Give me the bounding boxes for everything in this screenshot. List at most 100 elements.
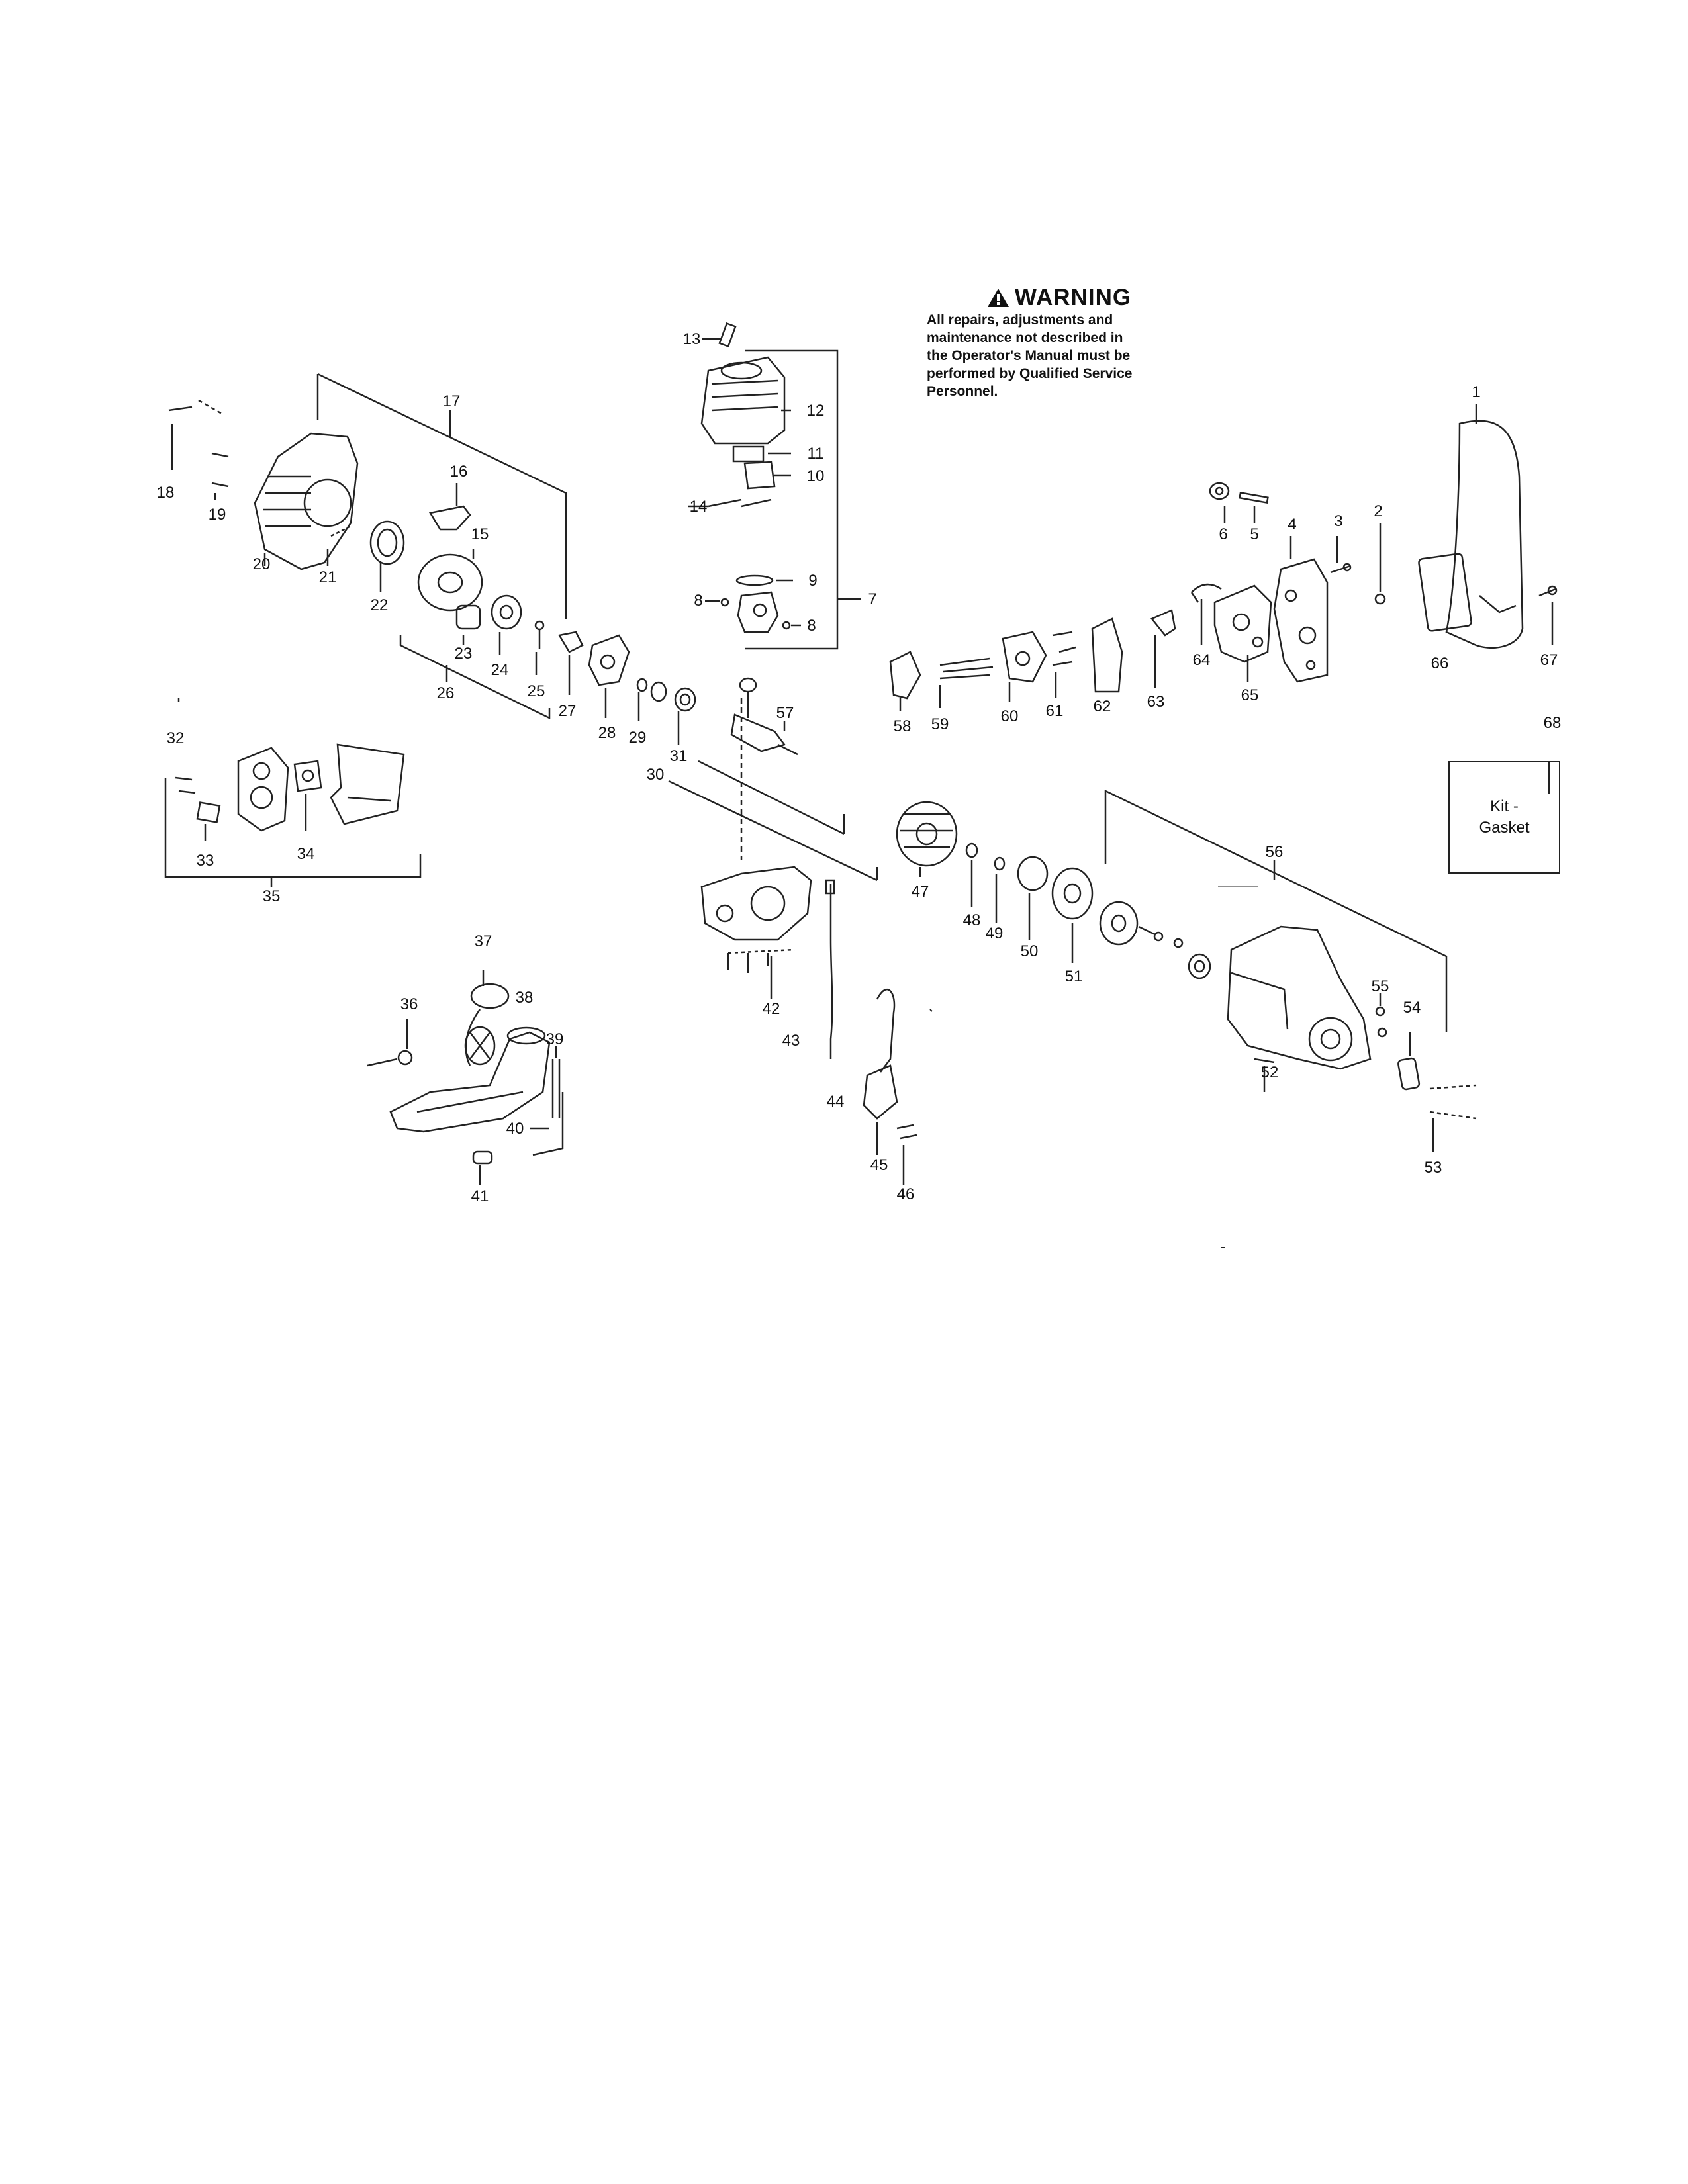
callout-57: 57 <box>776 704 794 722</box>
callout-38: 38 <box>516 989 534 1007</box>
part-crankcase <box>700 866 812 999</box>
callout-10: 10 <box>807 467 825 485</box>
callout-24: 24 <box>491 661 509 679</box>
callout-19: 19 <box>209 506 226 523</box>
callout-63: 63 <box>1147 693 1165 711</box>
part-25-screw <box>534 620 545 675</box>
callout-37: 37 <box>475 933 492 950</box>
callout-23: 23 <box>455 645 473 662</box>
kit-label-line2: Gasket <box>1479 819 1530 837</box>
bracket-26 <box>399 635 551 720</box>
part-21-pin <box>326 525 352 566</box>
part-38-filter <box>464 1026 496 1066</box>
part-15-pulley <box>417 549 483 612</box>
part-11-gasket <box>732 445 765 463</box>
part-5-rod <box>1239 491 1269 504</box>
part-32-screws <box>175 776 196 794</box>
warning-line: the Operator's Manual must be <box>927 348 1131 363</box>
part-16-starter-handle <box>429 483 471 531</box>
part-37-fuel-cap <box>465 970 510 1066</box>
part-41-fuel-filter <box>472 1150 493 1185</box>
callout-55: 55 <box>1372 978 1389 995</box>
callout-59: 59 <box>931 715 949 733</box>
callout-27: 27 <box>559 702 577 720</box>
callout-16: 16 <box>450 463 468 480</box>
part-20-fan-housing <box>254 432 359 570</box>
part-4-air-box <box>1273 558 1329 683</box>
callout-6: 6 <box>1219 525 1227 543</box>
callout-61: 61 <box>1046 702 1064 720</box>
part-bearing <box>1188 953 1211 979</box>
callout-18: 18 <box>157 484 175 502</box>
callout-30: 30 <box>647 766 665 784</box>
part-63-intake-elbow <box>1150 609 1176 688</box>
bracket-35 <box>164 778 422 887</box>
callout-41: 41 <box>471 1187 489 1205</box>
part-51-clutch <box>1051 867 1094 963</box>
part-34-gasket <box>293 760 322 831</box>
callout-49: 49 <box>986 925 1004 942</box>
part-13-spark-plug <box>702 322 737 348</box>
part-29-washer <box>636 678 648 721</box>
callout-8: 8 <box>694 592 702 610</box>
callout-47: 47 <box>912 883 929 901</box>
callout-42: 42 <box>763 1000 780 1018</box>
callout-62: 62 <box>1094 698 1111 715</box>
callout-40: 40 <box>506 1120 524 1138</box>
part-65-carburetor <box>1213 584 1272 663</box>
part-10-gasket <box>743 461 776 490</box>
part-46-screws <box>896 1124 917 1185</box>
callout-17: 17 <box>443 392 461 410</box>
callout-52: 52 <box>1261 1064 1279 1081</box>
part-35-heat-shield <box>330 743 405 825</box>
warning-line: Personnel. <box>927 384 998 399</box>
part-clutch-drum <box>1099 901 1184 948</box>
callout-33: 33 <box>197 852 214 870</box>
part-3-screw <box>1330 563 1352 574</box>
part-6-primer <box>1209 482 1230 500</box>
part-62-gasket <box>1091 617 1123 693</box>
callout-28: 28 <box>598 724 616 742</box>
part-66-filter-element <box>1418 553 1472 632</box>
warning-line: All repairs, adjustments and <box>927 312 1113 328</box>
warning-notice: WARNING All repairs, adjustments and mai… <box>927 285 1192 400</box>
callout-46: 46 <box>897 1185 915 1203</box>
callout-67: 67 <box>1540 651 1558 669</box>
part-28-housing <box>588 634 630 718</box>
callout-45: 45 <box>870 1156 888 1174</box>
part-57-crankshaft <box>730 677 798 756</box>
leader-lines <box>177 698 1550 882</box>
part-49-nut <box>994 856 1006 923</box>
callout-31: 31 <box>670 747 688 765</box>
part-50-plate <box>1017 856 1049 940</box>
warning-body: All repairs, adjustments and maintenance… <box>927 311 1192 400</box>
part-8-piston <box>705 591 801 633</box>
part-22-rewind-spring <box>369 520 405 592</box>
warning-title-text: WARNING <box>1014 285 1132 310</box>
callout-66: 66 <box>1431 655 1449 672</box>
callout-32: 32 <box>167 729 185 747</box>
bracket-7 <box>745 349 861 650</box>
part-67-screw <box>1538 585 1558 597</box>
part-42-screws <box>727 953 769 973</box>
part-12-cylinder <box>700 356 791 445</box>
callout-2: 2 <box>1374 502 1382 520</box>
kit-gasket-box: Kit - Gasket <box>1448 761 1560 874</box>
part-44-ignition-wire <box>829 884 833 1059</box>
part-27-bracket <box>558 631 584 695</box>
callout-56: 56 <box>1266 843 1284 861</box>
callout-12: 12 <box>807 402 825 420</box>
callout-21: 21 <box>319 569 337 586</box>
callout-51: 51 <box>1065 968 1083 985</box>
warning-triangle-icon <box>987 289 1009 307</box>
callout-58: 58 <box>894 717 912 735</box>
part-9-piston-ring <box>735 574 774 586</box>
callout-22: 22 <box>371 596 389 614</box>
part-23-spring <box>455 604 481 645</box>
part-55-nuts <box>1375 993 1387 1038</box>
part-36-screw <box>367 1019 413 1067</box>
kit-label-line1: Kit - <box>1490 797 1519 815</box>
callout-34: 34 <box>297 845 315 863</box>
